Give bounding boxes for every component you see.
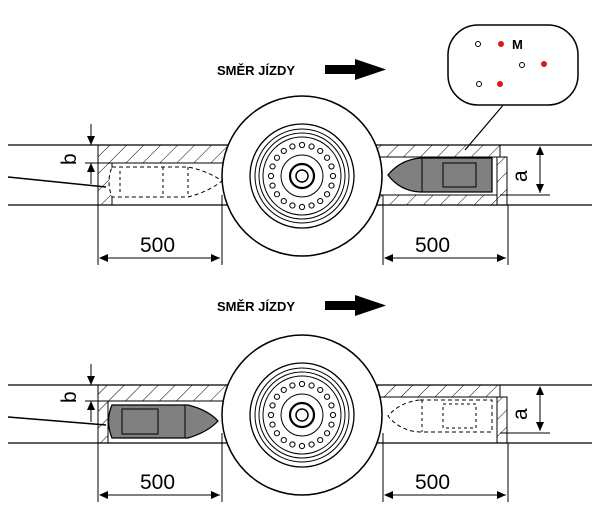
direction-label: SMĚR JÍZDY [217,299,295,314]
direction-arrow-icon [325,59,386,80]
dimension-b: b [58,364,100,422]
sensor-right-inactive [387,399,493,433]
wheel-icon [221,95,383,257]
wheel-icon [221,334,383,496]
inset-marker-dot [497,81,503,87]
inset-hole [475,41,481,47]
wheel-bolt [308,143,315,150]
dimension-a-label: a [509,408,532,420]
wheel-bolt [289,143,296,150]
wheel-bolt [273,393,281,400]
wheel-bolt [298,380,306,388]
panel-bottom: SMĚR JÍZDY [7,295,592,502]
wheel-bolt [317,436,324,444]
sensor-left-active [107,404,219,439]
inset-marker-label: M [512,37,523,52]
wheel-bolt [323,430,331,437]
wheel-bolt [328,402,335,409]
wheel-bolt [298,141,306,149]
wheel-bolt [267,172,275,180]
dimension-a: a [500,144,550,196]
pavement-hatch-left [97,144,234,206]
dimension-500-right-label: 500 [415,234,450,257]
wheel-bolt [280,147,287,155]
wheel-bolt [280,436,287,444]
dimension-a-label: a [509,170,532,182]
wheel-bolt [323,154,331,161]
wheel-bolt [328,182,335,189]
wheel-bolt [317,386,324,394]
sensor-right-active [387,157,493,193]
inset-hole [519,62,525,68]
wheel-bolt [269,421,276,428]
dimension-500-right: 500 [382,195,509,265]
panel-top: SMĚR JÍZDY [7,24,592,265]
dimension-500-left-label: 500 [140,471,175,494]
wheel-bolt [323,191,331,198]
wheel-bolt [323,393,331,400]
wheel-bolt [280,197,287,205]
wheel-bolt [269,182,276,189]
dimension-a: a [500,384,550,434]
wheel-bolt [328,163,335,170]
wheel-bolt [329,172,337,180]
dimension-b-label: b [58,153,81,165]
dimension-500-left: 500 [97,195,223,265]
wheel-bolt [298,203,306,211]
direction-label: SMĚR JÍZDY [217,63,295,78]
dimension-500-left: 500 [97,433,223,502]
wheel-bolt [267,411,275,419]
wheel-bolt [308,382,315,389]
wheel-bolt [289,202,296,209]
wheel-bolt [289,382,296,389]
wheel-bolt [273,154,281,161]
dimension-b-label: b [58,391,81,403]
wheel-bolt [308,441,315,448]
sensor-left-inactive [108,166,223,198]
inset-hole [476,81,482,87]
wheel-bolt [317,197,324,205]
inset-marker-dot [498,41,504,47]
wheel-bolt [289,441,296,448]
wheel-bolt [280,386,287,394]
dimension-500-left-label: 500 [140,234,175,257]
dimension-b: b [58,124,100,184]
inset-callout-line [464,102,506,151]
dimension-500-right-label: 500 [415,471,450,494]
cable-left [7,176,107,188]
direction-arrow-icon [325,295,386,316]
wheel-bolt [269,402,276,409]
wheel-bolt [328,421,335,428]
wheel-bolt [308,202,315,209]
wheel-bolt [298,442,306,450]
wheel-bolt [273,191,281,198]
wheel-bolt [273,430,281,437]
pavement-hatch-right [371,144,508,206]
wheel-bolt [329,411,337,419]
inset-marker-dot [541,61,547,67]
dimension-500-right: 500 [382,433,509,502]
wheel-bolt [269,163,276,170]
wheel-bolt [317,147,324,155]
inset-detail: M [447,24,579,106]
cable-left [7,416,107,426]
